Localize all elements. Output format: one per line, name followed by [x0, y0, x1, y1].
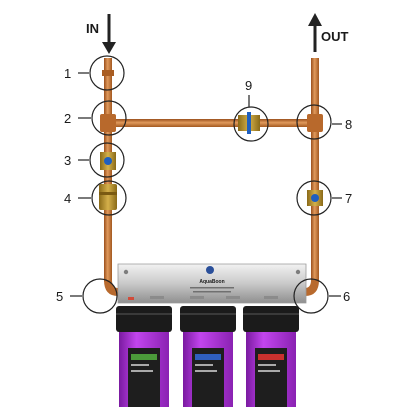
inlet-valve: [100, 152, 116, 170]
callout-6: 6: [293, 278, 350, 314]
callout-3: 3: [64, 142, 125, 178]
callout-number: 2: [64, 111, 71, 126]
filter-housing: [180, 306, 236, 407]
outlet-arrow: OUT: [308, 13, 349, 52]
outlet-label: OUT: [321, 29, 349, 44]
bypass-pipe: [108, 119, 316, 127]
brand-logo-icon: [206, 266, 214, 274]
callout-5: 5: [56, 278, 118, 314]
callout-1: 1: [64, 55, 125, 91]
tee-fitting-right: [307, 114, 323, 132]
callout-7: 7: [296, 180, 352, 216]
callout-number: 7: [345, 191, 352, 206]
callout-number: 6: [343, 289, 350, 304]
callout-9: 9: [233, 78, 269, 142]
callout-8: 8: [296, 104, 352, 140]
callout-4: 4: [64, 180, 127, 216]
filter-housing: [243, 306, 299, 407]
mounting-bracket: [117, 263, 307, 304]
outlet-valve: [307, 190, 323, 206]
callout-number: 3: [64, 153, 71, 168]
filter-system: AquaBoon: [116, 263, 307, 407]
inlet-coupling: [102, 70, 114, 76]
callout-number: 1: [64, 66, 71, 81]
valve-handle-icon: [311, 194, 319, 202]
outlet-pipe: [311, 58, 319, 282]
inlet-label: IN: [86, 21, 99, 36]
valve-handle-icon: [104, 157, 112, 165]
brand-name: AquaBoon: [199, 279, 224, 285]
bypass-valve: [238, 112, 260, 134]
filter-housing: [116, 306, 172, 407]
check-valve: [99, 184, 117, 210]
callout-number: 5: [56, 289, 63, 304]
callout-number: 4: [64, 191, 71, 206]
tee-fitting-left: [100, 114, 116, 132]
inlet-arrow: IN: [86, 14, 116, 54]
callout-number: 9: [245, 78, 252, 93]
callout-2: 2: [64, 100, 127, 136]
callout-number: 8: [345, 117, 352, 132]
